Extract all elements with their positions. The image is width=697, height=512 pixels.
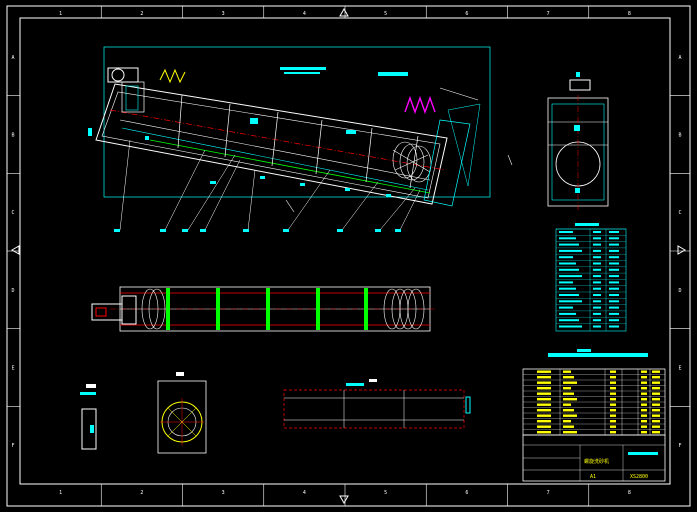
top-zone-label: 6 [465,11,468,17]
right-zone-label: B [678,133,681,139]
title-scale: A1 [590,474,596,480]
bottom-zone-label: 1 [59,490,62,496]
outer-border [6,5,691,507]
detail-views [80,372,471,454]
bottom-zone-label: 7 [547,490,550,496]
bottom-zone-label: 3 [222,490,225,496]
title-drawing-name: 螺旋洗砂机 [584,458,609,465]
top-zone-label: 5 [384,11,387,17]
left-zone-label: D [11,288,14,294]
top-zone-label: 1 [59,11,62,17]
top-zone-label: 8 [628,11,631,17]
left-zone-label: C [11,210,14,216]
left-zone-label: F [11,443,14,449]
right-zone-label: C [678,210,681,216]
spec-table [522,349,666,436]
parts-table [555,223,627,332]
bottom-zone-label: 4 [303,490,306,496]
right-zone-label: E [678,366,681,372]
right-zone-label: A [678,55,681,61]
center-markers [10,7,687,505]
main-elevation-view [88,46,513,232]
right-zone-label: D [678,288,681,294]
title-block: 螺旋洗砂机 A1 XS2800 [522,434,666,482]
bottom-zone-label: 8 [628,490,631,496]
end-view [547,72,609,210]
top-zone-label: 2 [140,11,143,17]
title-code: XS2800 [630,474,648,480]
left-zone-label: B [11,133,14,139]
bottom-zone-label: 5 [384,490,387,496]
bottom-zone-label: 2 [140,490,143,496]
top-zone-label: 7 [547,11,550,17]
plan-view [91,286,435,332]
bottom-zone-label: 6 [465,490,468,496]
right-zone-label: F [678,443,681,449]
left-zone-label: E [11,366,14,372]
top-zone-label: 3 [222,11,225,17]
left-zone-label: A [11,55,14,61]
top-zone-label: 4 [303,11,306,17]
